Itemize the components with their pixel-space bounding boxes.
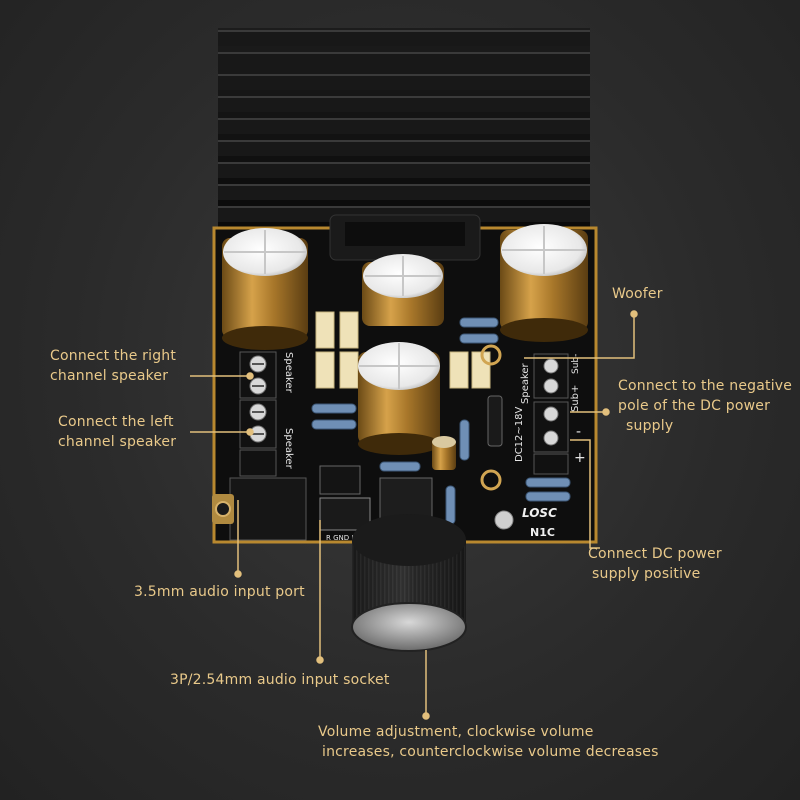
- silk-sub-plus: Sub+: [570, 385, 581, 412]
- speaker-terminal-left: [239, 399, 277, 449]
- label-audio-socket: 3P/2.54mm audio input socket: [170, 672, 390, 688]
- speaker-terminal-right: [239, 351, 277, 399]
- silk-speaker-bottom: Speaker: [283, 428, 294, 470]
- label-dc-positive-line2: supply positive: [592, 566, 701, 582]
- film-capacitors: [315, 311, 491, 389]
- volume-knob: [351, 477, 467, 652]
- label-woofer: Woofer: [612, 286, 663, 302]
- heatsink-fin: [218, 184, 590, 200]
- heatsink-fin-highlight: [218, 140, 590, 142]
- heatsink-fin-highlight: [218, 184, 590, 186]
- label-right-speaker: Connect the right channel speaker: [50, 346, 176, 386]
- label-left-speaker-line2: channel speaker: [58, 434, 177, 450]
- label-audio-port: 3.5mm audio input port: [134, 584, 305, 600]
- callout-lines: [190, 310, 638, 720]
- label-volume-line2: increases, counterclockwise volume decre…: [322, 744, 659, 760]
- label-dc-negative-line1: Connect to the negative: [618, 378, 793, 394]
- label-dc-negative: Connect to the negative pole of the DC p…: [618, 376, 792, 436]
- heatsink-fin-highlight: [218, 206, 590, 208]
- label-volume: Volume adjustment, clockwise volume incr…: [318, 722, 659, 762]
- dc-terminal: [533, 401, 569, 453]
- heatsink-fin: [218, 96, 590, 112]
- heatsink: [218, 28, 590, 228]
- heatsink-fin-highlight: [218, 74, 590, 76]
- mounting-hole: [480, 344, 502, 366]
- heatsink-fin: [218, 140, 590, 156]
- model-label: N1C: [530, 526, 555, 539]
- diode: [487, 395, 503, 447]
- label-dc-positive-line1: Connect DC power: [588, 546, 722, 562]
- op-amp-chip: [319, 465, 361, 495]
- silk-plus: +: [574, 450, 586, 466]
- silk-speaker-top: Speaker: [283, 352, 294, 394]
- label-left-speaker-line1: Connect the left: [58, 414, 174, 430]
- heatsink-fin-highlight: [218, 52, 590, 54]
- heatsink-fin: [218, 206, 590, 222]
- capacitor-top-center: [362, 254, 444, 326]
- brand-logo: LOSC: [522, 506, 557, 520]
- audio-jack: [212, 477, 307, 541]
- heatsink-fin: [218, 74, 590, 90]
- mounting-hole-2: [480, 469, 502, 491]
- heatsink-fin-highlight: [218, 162, 590, 164]
- capacitor-top-left: [222, 228, 308, 350]
- heatsink-fin: [218, 52, 590, 68]
- silk-speaker-right: Speaker: [520, 362, 531, 404]
- label-left-speaker: Connect the left channel speaker: [58, 412, 176, 452]
- capacitor-top-right: [500, 224, 588, 342]
- silk-voltage: DC12~18V: [514, 406, 525, 462]
- silk-sub-minus: Sub-: [571, 354, 581, 374]
- label-dc-positive: Connect DC power supply positive: [588, 544, 722, 584]
- heatsink-fin: [218, 118, 590, 134]
- heatsink-fin-highlight: [218, 30, 590, 32]
- heatsink-fin-highlight: [218, 96, 590, 98]
- label-dc-negative-line3: supply: [626, 418, 674, 434]
- heatsink-fin: [218, 162, 590, 178]
- label-volume-line1: Volume adjustment, clockwise volume: [318, 724, 594, 740]
- silk-socket-pins: R GND L: [326, 534, 355, 542]
- screw: [494, 510, 514, 530]
- label-dc-negative-line2: pole of the DC power: [618, 398, 771, 414]
- heatsink-fin-highlight: [218, 118, 590, 120]
- capacitor-center: [358, 342, 440, 455]
- label-right-speaker-line1: Connect the right: [50, 348, 177, 364]
- audio-socket: [319, 497, 371, 531]
- resistors: [311, 317, 571, 525]
- capacitor-small: [432, 436, 456, 470]
- woofer-terminal: [533, 353, 569, 399]
- label-right-speaker-line2: channel speaker: [50, 368, 169, 384]
- heatsink-fin: [218, 30, 590, 46]
- silk-minus: -: [576, 424, 581, 440]
